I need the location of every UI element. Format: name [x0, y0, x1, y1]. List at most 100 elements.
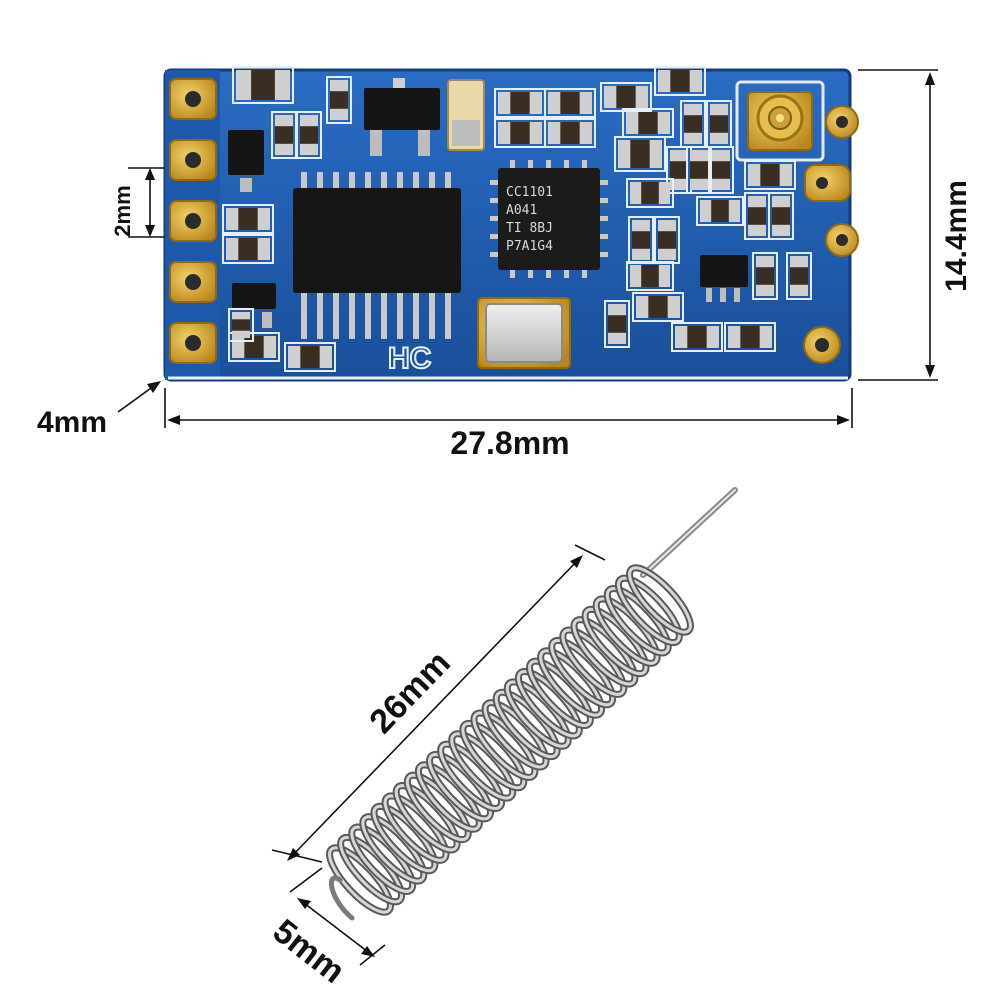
silkscreen-logo: HC: [388, 342, 431, 375]
smd-terminal: [275, 115, 293, 127]
qfn-pin: [598, 252, 608, 257]
smd-terminal: [579, 122, 592, 144]
right-pads: [803, 105, 859, 364]
regulator-leg: [418, 130, 430, 156]
qfn-pin: [598, 216, 608, 221]
silkscreen-outline: [724, 322, 776, 352]
ic-leg: [706, 288, 712, 302]
pad-hole: [815, 338, 829, 352]
spring-antenna: [326, 487, 738, 921]
crystal-oscillator: [477, 297, 571, 369]
mcu-pin: [333, 172, 339, 190]
silkscreen-outline: [708, 146, 734, 194]
arrowheads: [145, 72, 935, 957]
silkscreen-outline: [686, 146, 712, 194]
smd-terminal: [689, 70, 702, 92]
qfn-pin: [546, 160, 551, 170]
smd-terminal: [608, 304, 626, 316]
silkscreen-outline: [544, 88, 596, 118]
qfn-pin: [528, 268, 533, 278]
antenna-coils: [326, 564, 694, 916]
arrowhead: [287, 848, 300, 861]
ic-body: [228, 130, 264, 175]
chip-label-line-2: A041: [506, 203, 537, 218]
mcu-pin: [413, 172, 419, 190]
smd-terminal: [712, 150, 730, 162]
arrowhead: [297, 898, 311, 909]
cc1101-body: [498, 168, 600, 270]
antenna-diameter-extension: [289, 867, 323, 893]
qfn-pin: [582, 268, 587, 278]
dimension-lines: [117, 69, 938, 966]
qfn-pin: [490, 252, 500, 257]
smd-terminal: [658, 70, 671, 92]
qfn-pin: [564, 268, 569, 278]
antenna-diameter-line: [299, 899, 373, 956]
qfn-pin: [510, 160, 515, 170]
mcu-pin: [317, 172, 323, 190]
smd-terminal: [275, 143, 293, 155]
smd-terminal: [630, 182, 642, 204]
antenna-length-extension: [574, 544, 606, 561]
smd-terminal: [657, 112, 670, 134]
arrowhead: [361, 946, 375, 957]
arrowhead: [570, 555, 583, 568]
smd-terminal: [632, 248, 650, 260]
smd-terminal: [618, 140, 631, 168]
smd-terminal: [748, 224, 766, 236]
silkscreen-outline: [626, 178, 674, 208]
connector-pin: [776, 114, 784, 122]
silkscreen-outline: [296, 111, 322, 159]
mcu-pin: [317, 291, 323, 339]
smd-terminal: [257, 208, 270, 230]
tantalum-capacitor: [447, 79, 485, 151]
qfn-pin: [598, 234, 608, 239]
silkscreen-outline: [671, 322, 723, 352]
smd-terminal: [684, 132, 702, 144]
smd-terminal: [232, 330, 250, 338]
regulator-tab: [393, 78, 405, 90]
smd-terminal: [626, 112, 639, 134]
arrowhead: [837, 415, 850, 425]
pin-hole: [185, 213, 201, 229]
arrowhead: [145, 168, 155, 180]
silkscreen-outline: [228, 308, 254, 342]
mcu-pin: [333, 291, 339, 339]
mcu-pin: [365, 172, 371, 190]
smd-terminal: [658, 265, 670, 287]
silkscreen-outline: [786, 252, 812, 300]
mcu-pin: [381, 291, 387, 339]
tantalum-end: [452, 120, 480, 146]
ufl-connector: [735, 80, 825, 162]
pin-pitch-label: 2mm: [110, 185, 135, 236]
qfn-pin: [510, 268, 515, 278]
smd-terminal: [498, 92, 511, 114]
ic-leg: [720, 288, 726, 302]
smd-terminal: [288, 346, 301, 368]
silkscreen-outline: [326, 76, 352, 124]
mcu-pin: [445, 291, 451, 339]
arrowhead: [167, 415, 180, 425]
smd-terminal: [772, 224, 790, 236]
arrowhead: [145, 225, 155, 237]
qfn-pin: [490, 234, 500, 239]
silkscreen-outline: [632, 292, 684, 322]
silkscreen-outline: [696, 196, 744, 226]
mcu-body: [293, 188, 461, 293]
smd-terminal: [236, 70, 252, 100]
mcu-pin: [301, 172, 307, 190]
smd-terminal: [690, 150, 708, 162]
qfn-pin: [490, 180, 500, 185]
silkscreen-outline: [768, 192, 794, 240]
smd-terminal: [232, 312, 250, 320]
silkscreen-outline: [600, 82, 652, 112]
smd-terminal: [710, 132, 728, 144]
ic-leg: [240, 178, 252, 192]
smd-terminal: [700, 200, 712, 222]
smd-terminal: [658, 248, 676, 260]
smd-terminal: [658, 220, 676, 232]
smd-terminal: [630, 265, 642, 287]
crystal-lid: [485, 303, 563, 363]
